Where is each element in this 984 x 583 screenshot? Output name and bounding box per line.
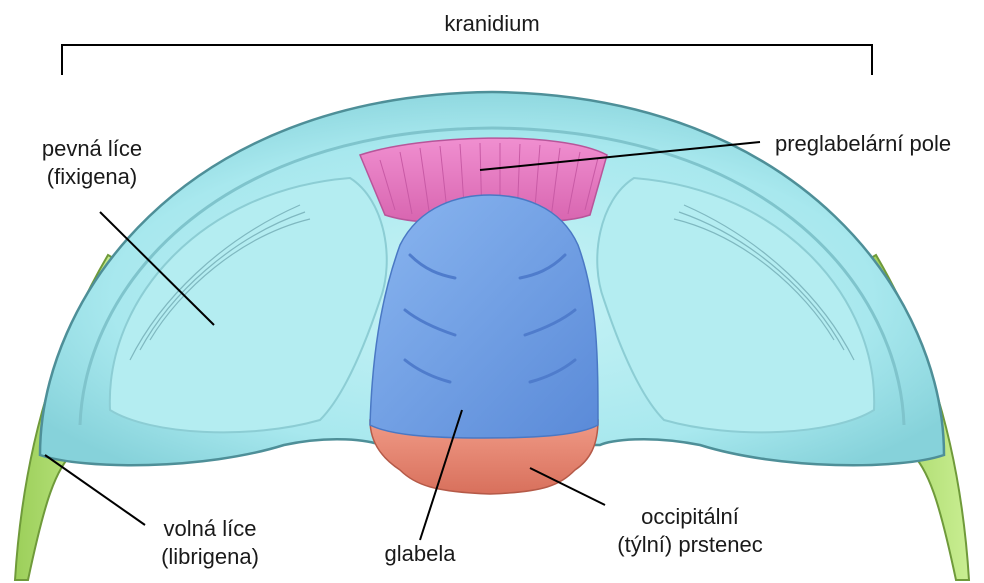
label-occipital-line2: (týlní) prstenec (600, 531, 780, 559)
label-librigena-line2: (librigena) (140, 543, 280, 571)
label-glabela: glabela (365, 540, 475, 568)
label-preglabellar: preglabelární pole (775, 130, 951, 158)
label-fixigena-line2: (fixigena) (22, 163, 162, 191)
label-librigena-line1: volná líce (140, 515, 280, 543)
label-fixigena-line1: pevná líce (22, 135, 162, 163)
kranidium-bracket (62, 45, 872, 75)
label-occipital-line1: occipitální (600, 503, 780, 531)
label-kranidium: kranidium (417, 10, 567, 38)
